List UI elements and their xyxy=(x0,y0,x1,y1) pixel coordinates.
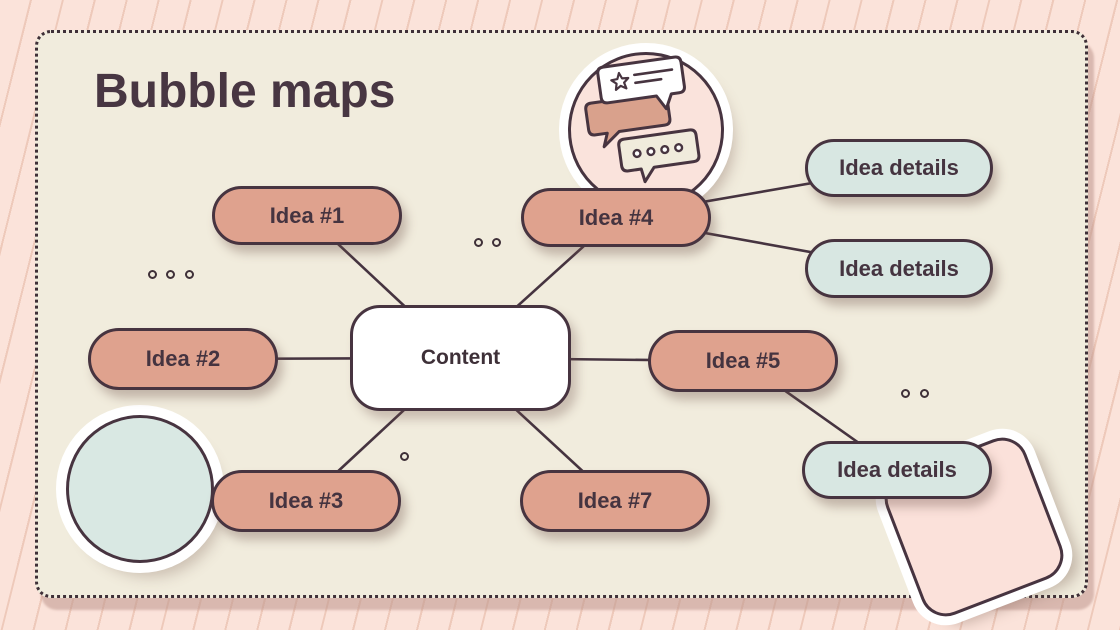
node-label: Idea #3 xyxy=(268,488,344,513)
ring-dot xyxy=(492,238,501,247)
node-idea-1[interactable]: Idea #1 xyxy=(212,186,402,245)
node-label: Idea details xyxy=(839,155,959,180)
node-idea-details-top[interactable]: Idea details xyxy=(805,139,993,197)
ring-dot xyxy=(901,389,910,398)
ring-dot xyxy=(148,270,157,279)
ring-dot xyxy=(920,389,929,398)
node-label: Idea details xyxy=(839,255,959,281)
node-label: Content xyxy=(420,346,501,369)
node-label: Idea #1 xyxy=(269,202,345,228)
node-label: Idea #4 xyxy=(578,204,654,230)
slide-title: Bubble maps xyxy=(94,65,396,118)
node-content[interactable]: Content xyxy=(350,305,571,411)
node-label: Idea #5 xyxy=(705,348,781,373)
node-idea-details-middle[interactable]: Idea details xyxy=(805,239,993,298)
node-idea-details-bottom[interactable]: Idea details xyxy=(802,441,992,499)
chat-bubbles-icon xyxy=(584,55,701,184)
ring-dot xyxy=(185,270,194,279)
node-idea-7[interactable]: Idea #7 xyxy=(520,470,710,532)
node-label: Idea #7 xyxy=(577,488,653,513)
ring-dot xyxy=(400,452,409,461)
node-label: Idea details xyxy=(837,457,957,482)
node-label: Idea #2 xyxy=(145,346,221,371)
node-idea-4[interactable]: Idea #4 xyxy=(521,188,711,247)
ring-dot xyxy=(166,270,175,279)
node-idea-5[interactable]: Idea #5 xyxy=(648,330,838,392)
node-idea-2[interactable]: Idea #2 xyxy=(88,328,278,390)
node-idea-3[interactable]: Idea #3 xyxy=(211,470,401,532)
ring-dot xyxy=(474,238,483,247)
